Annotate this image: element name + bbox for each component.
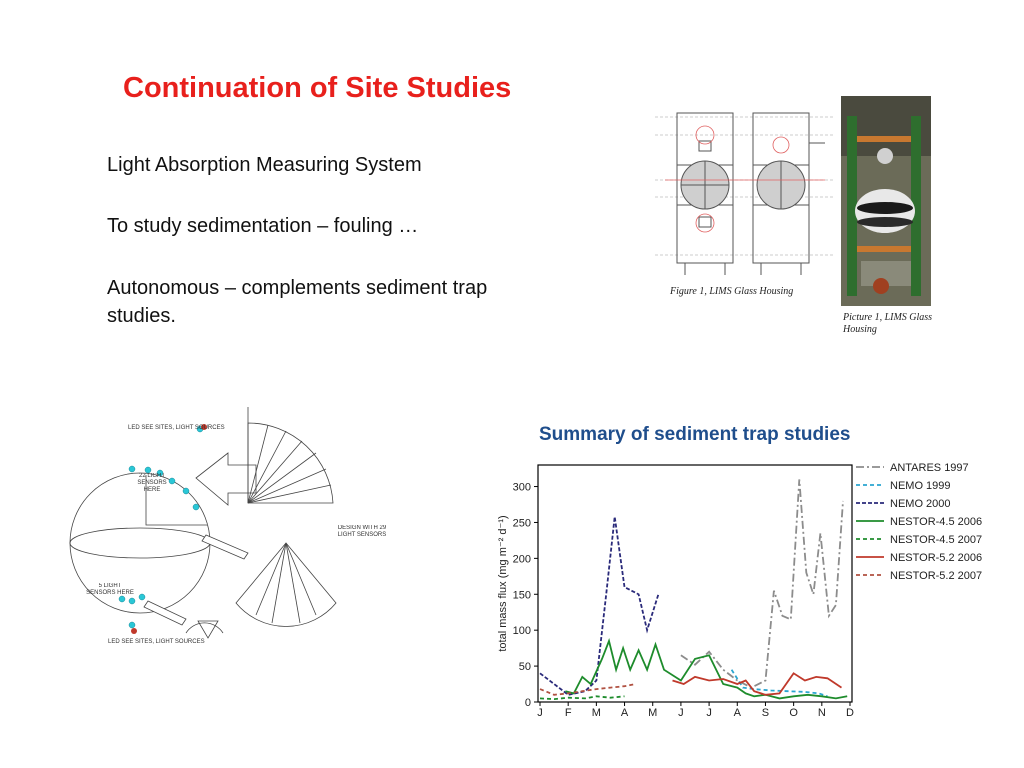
legend-label-1: NEMO 1999	[890, 480, 951, 492]
y-axis-label: total mass flux (mg m⁻² d⁻¹)	[497, 515, 509, 651]
x-tick-label: J	[537, 707, 543, 719]
y-tick-label: 150	[513, 589, 531, 601]
x-tick-label: A	[621, 707, 629, 719]
bullet-2: To study sedimentation – fouling …	[107, 215, 419, 237]
plot-frame	[537, 464, 853, 703]
x-tick-label: S	[762, 707, 769, 719]
legend-label-0: ANTARES 1997	[890, 462, 969, 474]
legend-label-6: NESTOR-5.2 2007	[890, 570, 982, 582]
series-line-2	[539, 516, 660, 696]
y-tick-label: 50	[519, 661, 531, 673]
picture-1-caption: Picture 1, LIMS Glass Housing	[843, 312, 933, 335]
y-tick-label: 100	[513, 625, 531, 637]
x-tick-label: M	[648, 707, 657, 719]
x-tick-label: F	[565, 707, 572, 719]
series-line-0	[680, 479, 844, 689]
lims-housing-drawing	[655, 112, 833, 275]
series-line-4	[539, 695, 625, 701]
led-label-top: LED SEE SITES, LIGHT SOURCES	[128, 425, 225, 431]
series-line-3	[565, 638, 848, 700]
legend-label-3: NESTOR-4.5 2006	[890, 516, 982, 528]
y-tick-label: 250	[513, 517, 531, 529]
sensor-layout-diagram: LED SEE SITES, LIGHT SOURCES LED SEE SIT…	[69, 407, 387, 645]
x-tick-label: D	[846, 707, 854, 719]
slide-title: Continuation of Site Studies	[123, 72, 512, 104]
label-5-sensors: 5 LIGHT SENSORS HERE	[86, 583, 134, 596]
bullet-3: Autonomous – complements sediment trap s…	[107, 277, 488, 327]
legend-label-4: NESTOR-4.5 2007	[890, 534, 982, 546]
lims-housing-photo	[841, 96, 931, 306]
series-line-1	[730, 669, 828, 698]
legend-label-5: NESTOR-5.2 2006	[890, 552, 982, 564]
x-tick-label: N	[818, 707, 826, 719]
x-tick-label: M	[592, 707, 601, 719]
label-design-29: DESIGN WITH 29 LIGHT SENSORS	[337, 525, 387, 538]
y-tick-label: 300	[513, 482, 531, 494]
x-tick-label: O	[789, 707, 798, 719]
chart-title: Summary of sediment trap studies	[539, 424, 851, 445]
series-line-5	[672, 672, 842, 696]
legend-label-2: NEMO 2000	[890, 498, 951, 510]
figure-1-caption: Figure 1, LIMS Glass Housing	[670, 286, 794, 297]
x-tick-label: J	[678, 707, 684, 719]
x-tick-label: J	[706, 707, 712, 719]
x-tick-label: A	[734, 707, 742, 719]
y-tick-label: 0	[525, 697, 531, 709]
label-22-sensors: 22 LIGHT SENSORS HERE	[137, 473, 167, 493]
led-label-bottom: LED SEE SITES, LIGHT SOURCES	[108, 639, 205, 645]
y-tick-label: 200	[513, 553, 531, 565]
series-line-6	[539, 683, 636, 696]
bullet-1: Light Absorption Measuring System	[107, 154, 422, 176]
